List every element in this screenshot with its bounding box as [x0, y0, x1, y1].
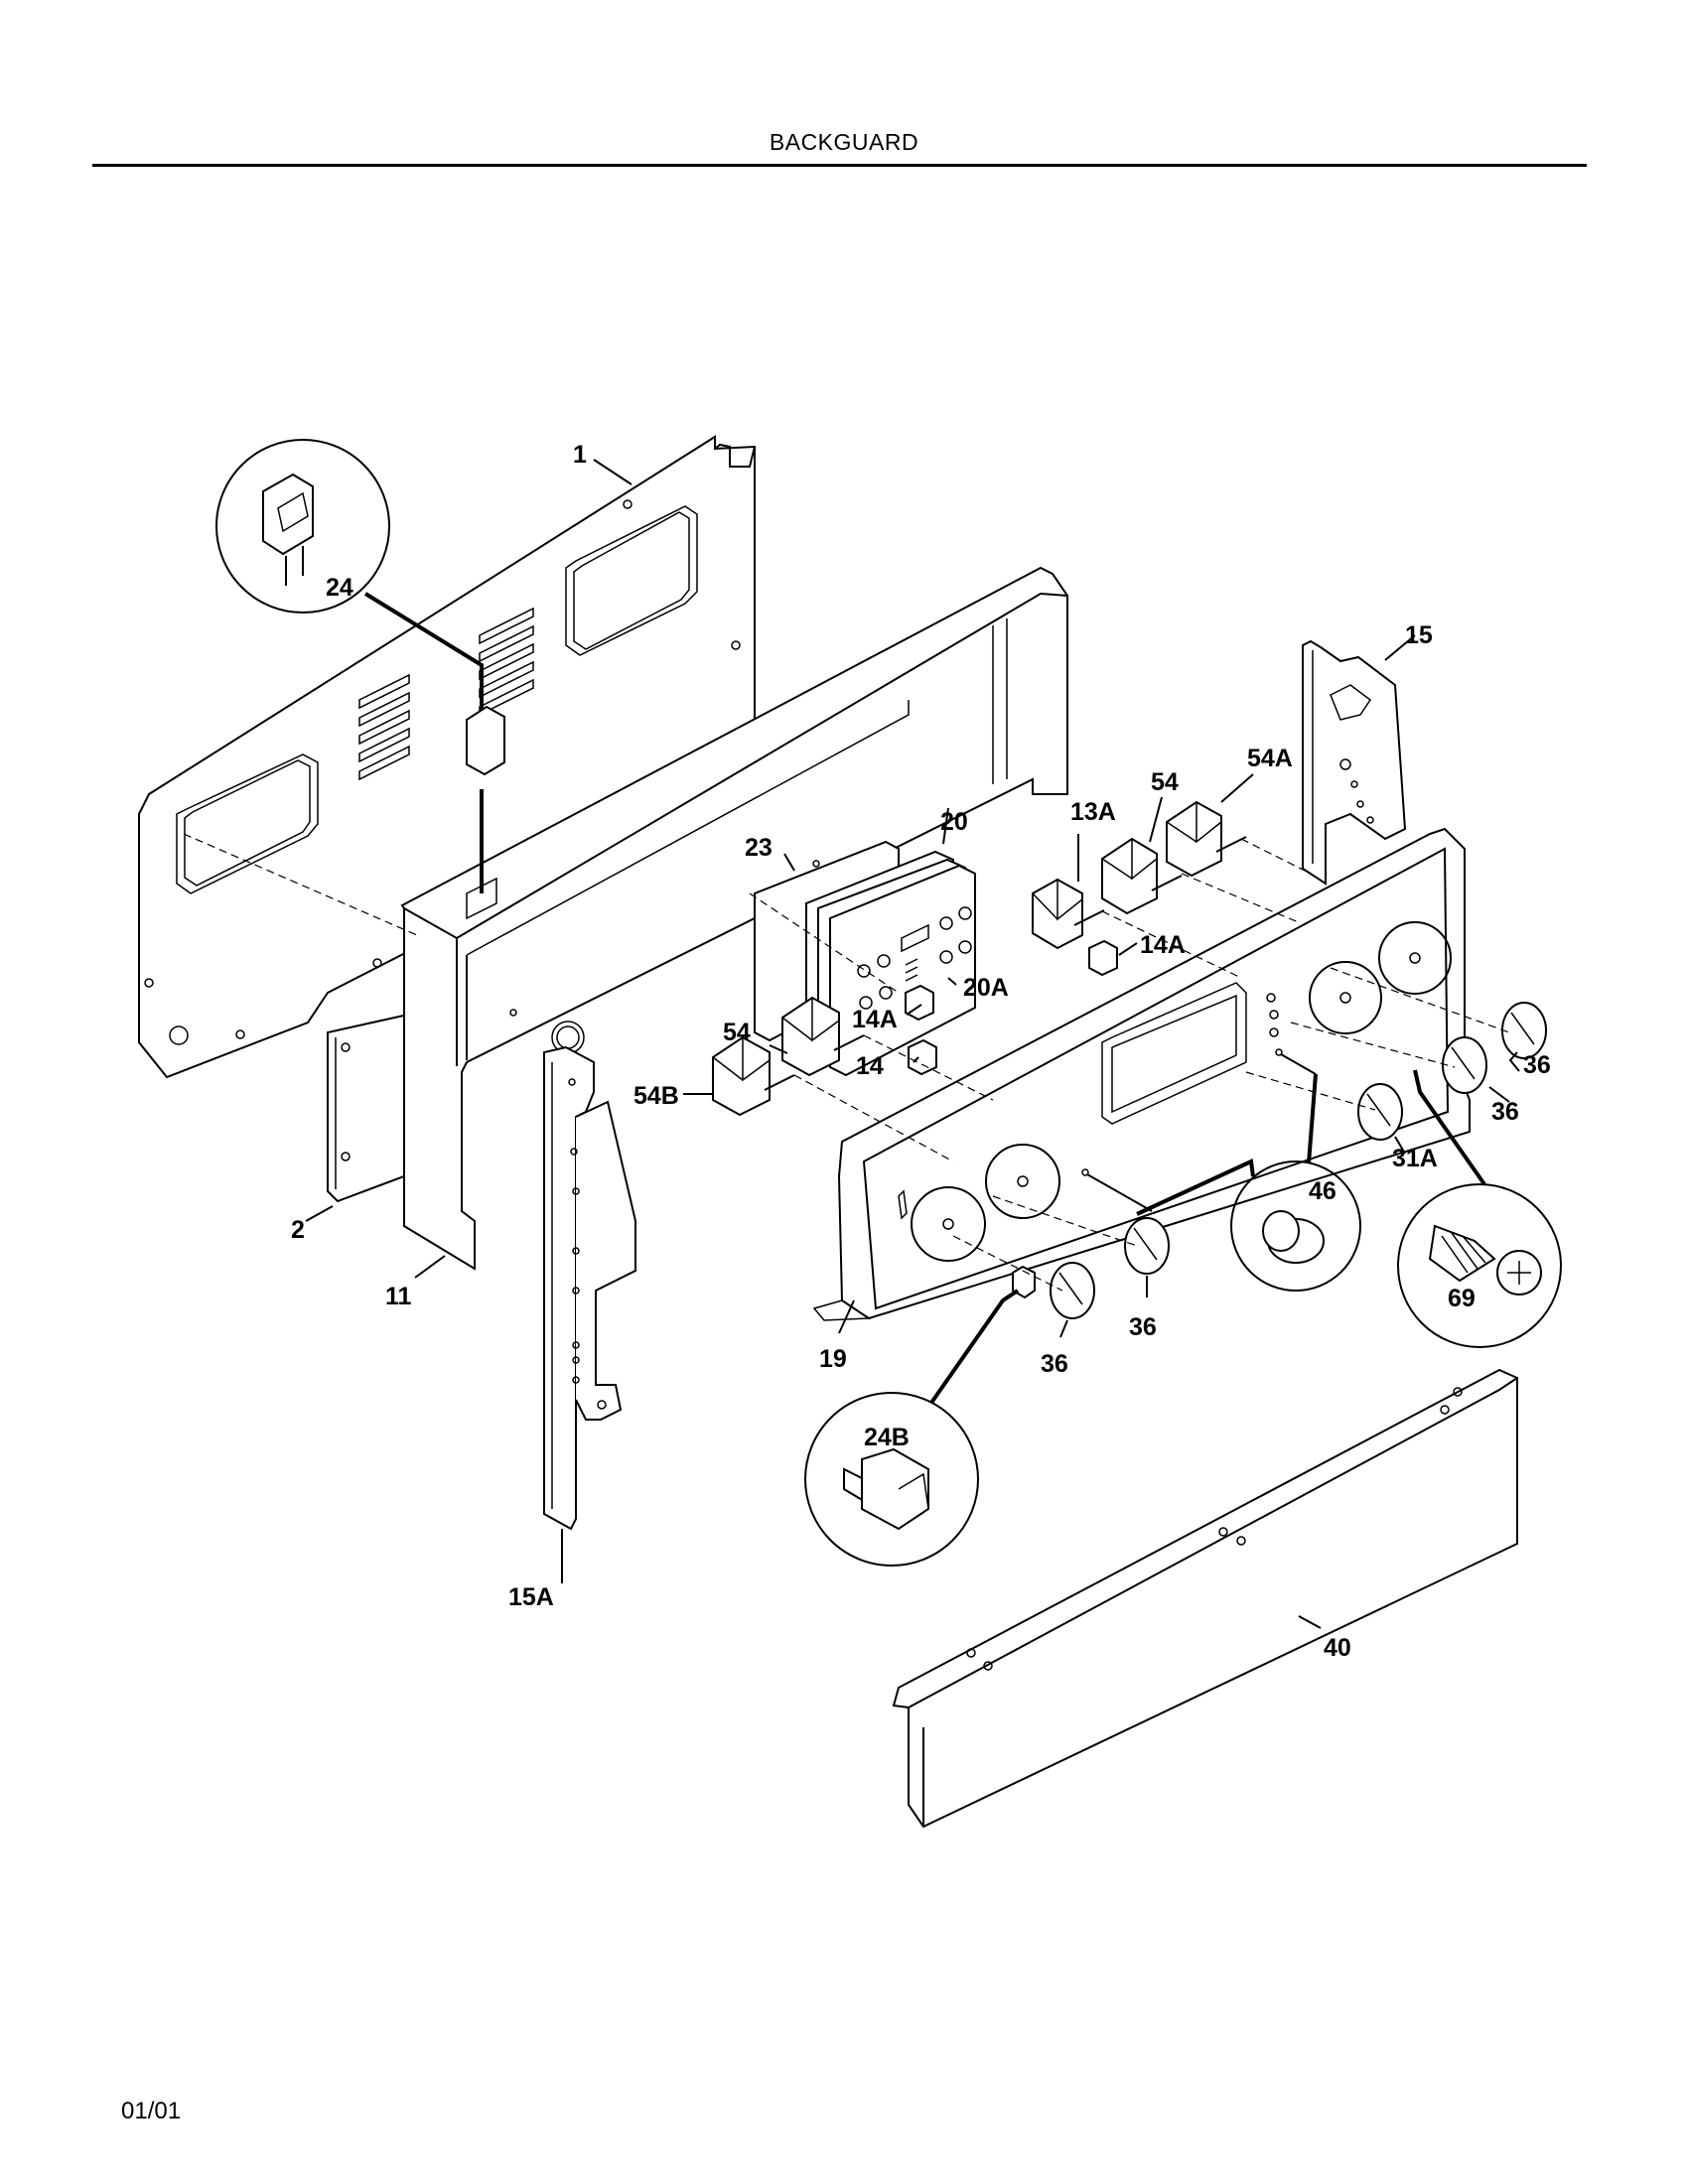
label-15A: 15A — [508, 1583, 554, 1611]
knob-36-d — [1050, 1262, 1095, 1319]
leader-lines — [305, 459, 1520, 1629]
label-1: 1 — [573, 441, 587, 469]
push-button-stem — [1086, 1173, 1153, 1212]
callout-46 — [1136, 1073, 1361, 1292]
infinite-switch-54-lower — [781, 996, 865, 1077]
label-15: 15 — [1405, 621, 1433, 649]
footer-date: 01/01 — [121, 2098, 182, 2124]
knob-36-a — [1501, 1002, 1547, 1059]
signal-light-14A-lower — [905, 984, 934, 1022]
knob-36-c — [1124, 1217, 1170, 1275]
right-side-bracket — [1302, 639, 1407, 886]
knob-31A — [1357, 1083, 1403, 1141]
label-54A: 54A — [1247, 745, 1293, 772]
infinite-switch-54B — [712, 1035, 795, 1117]
label-40: 40 — [1324, 1634, 1351, 1662]
backguard-housing — [400, 566, 1068, 1271]
label-11: 11 — [385, 1283, 412, 1310]
label-46: 46 — [1309, 1177, 1336, 1205]
callout-24 — [215, 439, 505, 893]
label-23: 23 — [745, 834, 773, 862]
label-36-b: 36 — [1491, 1098, 1519, 1126]
infinite-switch-54-upper — [1101, 837, 1183, 915]
left-side-bracket — [543, 1045, 636, 1531]
label-36-a: 36 — [1523, 1051, 1551, 1079]
label-24B: 24B — [864, 1424, 910, 1451]
trim-strip — [892, 1368, 1518, 1829]
page-title: BACKGUARD — [769, 129, 919, 155]
lower-bracket — [327, 1011, 418, 1203]
callout-69 — [1397, 1069, 1562, 1348]
label-14A-lower: 14A — [852, 1006, 898, 1033]
label-14: 14 — [856, 1052, 884, 1080]
knob-36-b — [1442, 1036, 1487, 1094]
label-36-c: 36 — [1129, 1313, 1157, 1341]
label-69: 69 — [1448, 1285, 1476, 1312]
label-14A-upper: 14A — [1140, 931, 1186, 959]
label-20: 20 — [940, 808, 968, 836]
label-13A: 13A — [1070, 798, 1116, 826]
signal-light-14 — [908, 1038, 937, 1076]
label-20A: 20A — [963, 974, 1009, 1002]
signal-light-14A-upper — [1088, 939, 1118, 977]
push-button-stem-2 — [1280, 1053, 1317, 1075]
infinite-switch-13A — [1032, 878, 1105, 950]
label-54-upper: 54 — [1151, 768, 1179, 796]
header-divider — [92, 164, 1587, 167]
rear-panel — [138, 435, 756, 1079]
label-24: 24 — [326, 574, 353, 602]
label-36-d: 36 — [1041, 1350, 1068, 1378]
label-54-lower: 54 — [723, 1019, 751, 1046]
label-19: 19 — [819, 1345, 847, 1373]
part-labels: 1 2 11 13A 14 14A 14A 15 15A 19 20 20A 2… — [291, 441, 1551, 1662]
callout-24B — [804, 1289, 1020, 1567]
label-31A: 31A — [1392, 1145, 1438, 1172]
control-panel — [812, 827, 1471, 1321]
alignment-lines — [183, 833, 1510, 1292]
infinite-switch-54A — [1166, 800, 1247, 878]
label-54B: 54B — [633, 1082, 679, 1110]
label-2: 2 — [291, 1216, 305, 1244]
